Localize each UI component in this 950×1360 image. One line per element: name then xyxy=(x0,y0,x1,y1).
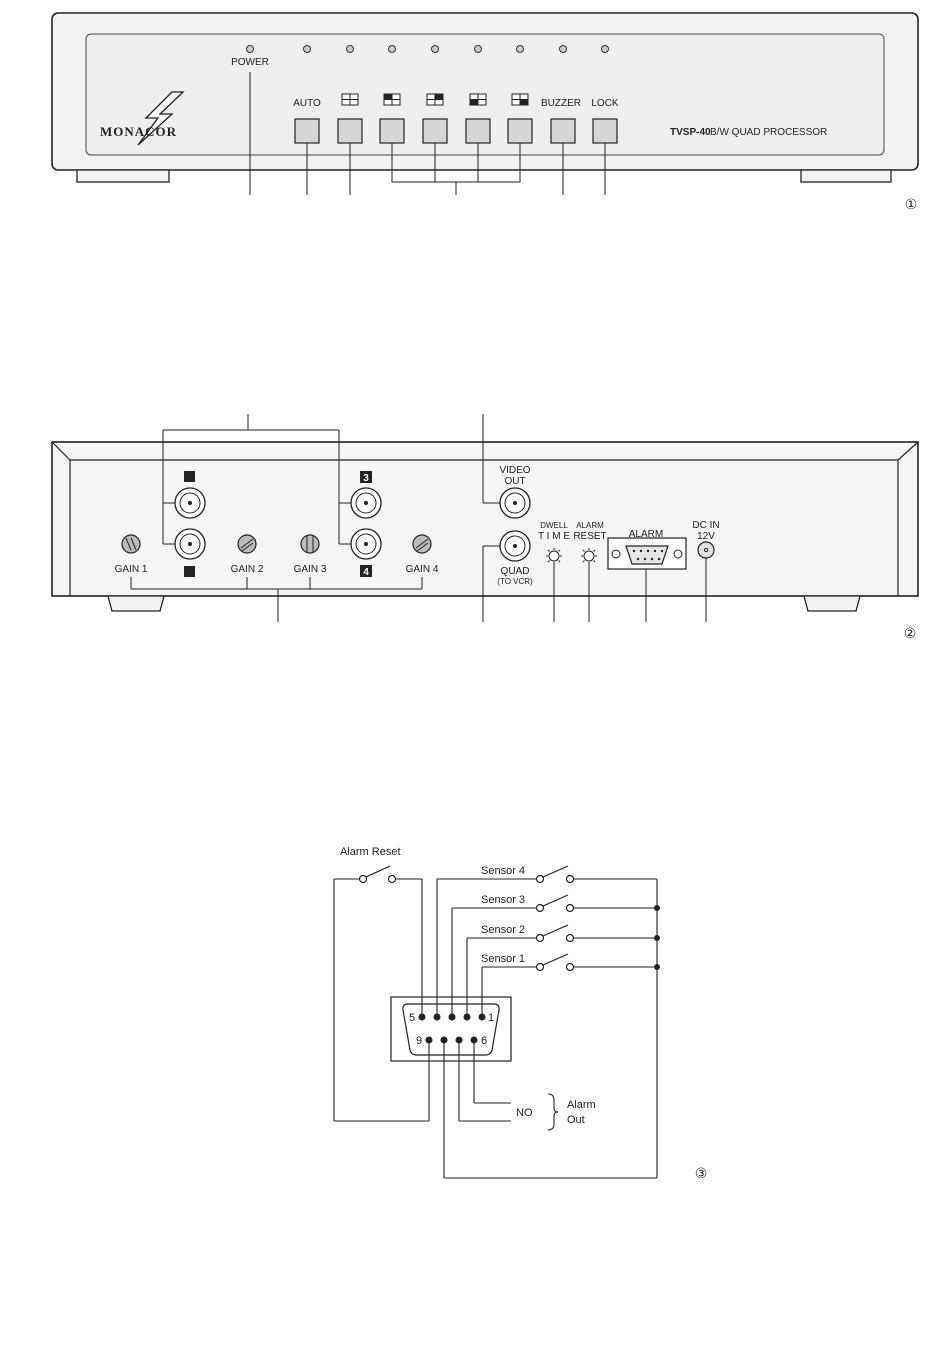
video-out-label-line2: OUT xyxy=(504,476,525,487)
cam3-led xyxy=(475,46,482,53)
video-input-3-jack[interactable] xyxy=(351,488,381,518)
auto-led xyxy=(304,46,311,53)
figure-3-number: ③ xyxy=(695,1166,708,1182)
quad-sub-label: (TO VCR) xyxy=(497,577,533,586)
camera2-view-icon xyxy=(427,94,443,105)
input-2-badge-icon xyxy=(184,566,195,577)
sensor-switches xyxy=(537,866,574,971)
sensor1-label: Sensor 1 xyxy=(481,953,525,965)
figure-1-number: ① xyxy=(905,197,918,213)
dc-in-label-line2: 12V xyxy=(697,531,715,542)
brand-logo-text: MONACOR xyxy=(100,124,177,139)
rear-foot-right xyxy=(804,596,860,611)
no-label: NO xyxy=(516,1107,533,1119)
camera3-button[interactable] xyxy=(466,119,490,143)
rear-foot-left xyxy=(108,596,164,611)
input-3-badge-text: 3 xyxy=(363,473,369,484)
lock-led xyxy=(602,46,609,53)
dc-in-jack[interactable] xyxy=(698,542,714,558)
gain1-label: GAIN 1 xyxy=(115,564,148,575)
alarm-out-brace xyxy=(548,1094,558,1130)
model-description: B/W QUAD PROCESSOR xyxy=(710,127,827,138)
fullquad-led xyxy=(347,46,354,53)
gain2-pot[interactable] xyxy=(238,535,256,553)
input-1-badge-icon xyxy=(184,471,195,482)
rear-panel-body xyxy=(52,442,918,596)
pin-5-label: 5 xyxy=(409,1012,415,1024)
buzzer-label: BUZZER xyxy=(541,98,581,109)
dc-in-label-line1: DC IN xyxy=(692,520,719,531)
alarm-label: ALARM xyxy=(629,529,663,540)
video-input-4-jack[interactable] xyxy=(351,529,381,559)
alarm-connector[interactable] xyxy=(608,538,686,569)
camera4-button[interactable] xyxy=(508,119,532,143)
model-code: TVSP-40 xyxy=(670,127,711,138)
video-input-1-jack[interactable] xyxy=(175,488,205,518)
camera1-view-icon xyxy=(384,94,400,105)
sensor2-label: Sensor 2 xyxy=(481,924,525,936)
camera1-button[interactable] xyxy=(380,119,404,143)
alarm-reset-switch xyxy=(360,866,396,883)
db9-connector: 5 1 9 6 xyxy=(391,997,511,1061)
front-foot-right xyxy=(801,170,891,182)
gain3-label: GAIN 3 xyxy=(294,564,327,575)
alarm-reset-switch-label: Alarm Reset xyxy=(340,846,401,858)
lock-button[interactable] xyxy=(593,119,617,143)
video-out-jack[interactable] xyxy=(500,488,530,518)
auto-label: AUTO xyxy=(293,98,321,109)
gain3-pot[interactable] xyxy=(301,535,319,553)
quad-label: QUAD xyxy=(501,566,530,577)
input-4-badge-text: 4 xyxy=(363,567,369,578)
alarm-reset-label-line2: RESET xyxy=(573,531,606,542)
sensor4-label: Sensor 4 xyxy=(481,865,525,877)
power-led xyxy=(247,46,254,53)
buzzer-button[interactable] xyxy=(551,119,575,143)
camera4-view-icon xyxy=(512,94,528,105)
camera2-button[interactable] xyxy=(423,119,447,143)
dwell-label: DWELL xyxy=(540,521,568,530)
pin-9-label: 9 xyxy=(416,1035,422,1047)
rear-panel-figure: 3 4 GAIN 1 GAIN 2 GAIN 3 GAIN 4 VIDEO OU… xyxy=(52,414,918,642)
quad-out-jack[interactable] xyxy=(500,531,530,561)
alarm-reset-label-line1: ALARM xyxy=(576,521,604,530)
quad-view-button[interactable] xyxy=(338,119,362,143)
gain2-label: GAIN 2 xyxy=(231,564,264,575)
buzzer-led xyxy=(560,46,567,53)
camera3-view-icon xyxy=(470,94,486,105)
cam4-led xyxy=(517,46,524,53)
front-panel-figure: MONACOR POWER AUTO BUZZER LOCK xyxy=(52,13,918,213)
cam1-led xyxy=(389,46,396,53)
pin-6-label: 6 xyxy=(481,1035,487,1047)
gain4-pot[interactable] xyxy=(413,535,431,553)
front-foot-left xyxy=(77,170,169,182)
cam2-led xyxy=(432,46,439,53)
alarm-wiring-figure: Alarm Reset Sensor 4 Sensor 3 Sensor 2 S… xyxy=(334,846,707,1182)
auto-button[interactable] xyxy=(295,119,319,143)
quad-view-icon xyxy=(342,94,358,105)
video-input-2-jack[interactable] xyxy=(175,529,205,559)
alarm-out-label-line2: Out xyxy=(567,1114,585,1126)
power-label: POWER xyxy=(231,57,269,68)
pin-1-label: 1 xyxy=(488,1012,494,1024)
lock-label: LOCK xyxy=(591,98,619,109)
figure-2-number: ② xyxy=(904,626,917,642)
video-out-label-line1: VIDEO xyxy=(499,465,530,476)
gain1-pot[interactable] xyxy=(122,535,140,553)
sensor3-label: Sensor 3 xyxy=(481,894,525,906)
time-label: T I M E xyxy=(538,531,570,542)
gain4-label: GAIN 4 xyxy=(406,564,439,575)
alarm-out-label-line1: Alarm xyxy=(567,1099,596,1111)
